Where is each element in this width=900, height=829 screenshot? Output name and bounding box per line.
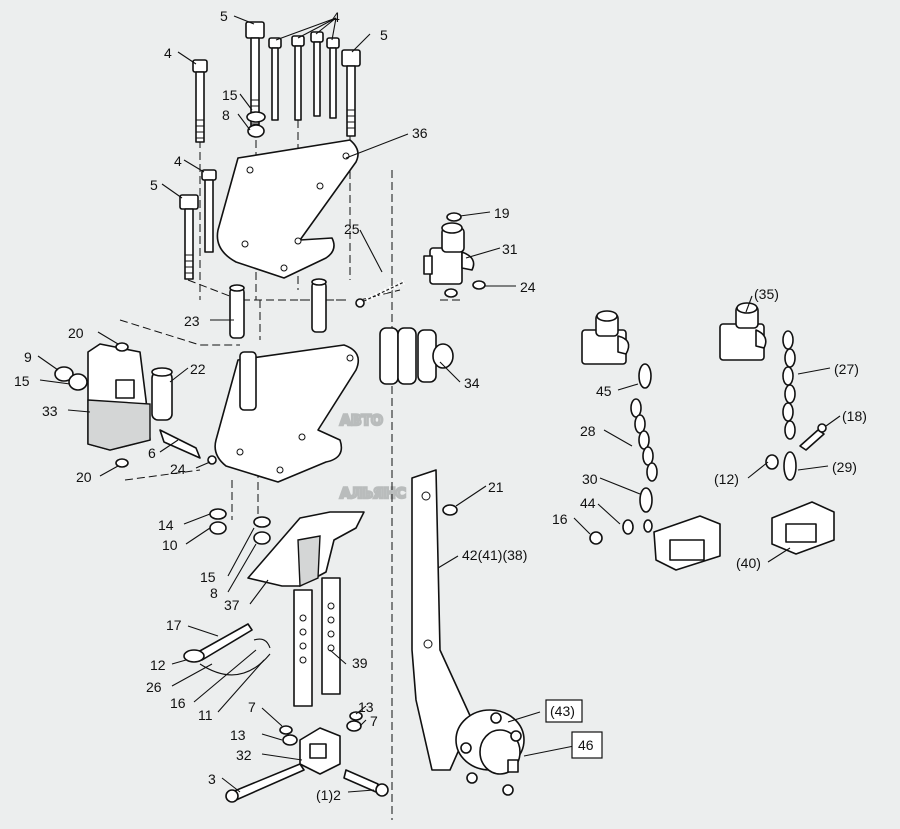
label-5: 5 <box>380 27 388 43</box>
label-13: 13 <box>358 699 374 715</box>
mount-plate-36 <box>216 139 359 279</box>
label-25: 25 <box>344 221 360 237</box>
label-26: 26 <box>146 679 162 695</box>
label-16: 16 <box>170 695 186 711</box>
label-box-43 <box>545 699 583 723</box>
washers-mid <box>209 508 271 545</box>
label-42-41-38: 42(41)(38) <box>462 547 527 563</box>
label-22: 22 <box>190 361 206 377</box>
label-7: 7 <box>370 713 378 729</box>
bolts-top <box>179 21 361 280</box>
label-1-2: (1)2 <box>316 787 341 803</box>
label-35: (35) <box>754 286 779 302</box>
chain-assembly-right <box>719 302 835 555</box>
watermark-line1: АВТО <box>340 413 383 429</box>
label-8: 8 <box>222 107 230 123</box>
spring-25 <box>355 279 406 308</box>
spacer-tubes-23 <box>229 278 327 339</box>
label-3: 3 <box>208 771 216 787</box>
label-29: (29) <box>832 459 857 475</box>
label-19: 19 <box>494 205 510 221</box>
left-hitch-33 <box>54 342 217 468</box>
label-14: 14 <box>158 517 174 533</box>
label-12: (12) <box>714 471 739 487</box>
label-37: 37 <box>224 597 240 613</box>
label-30: 30 <box>582 471 598 487</box>
hitch-block-34 <box>379 327 454 385</box>
label-24: 24 <box>520 279 536 295</box>
label-10: 10 <box>162 537 178 553</box>
label-24: 24 <box>170 461 186 477</box>
part-labels: 5 4 5 4 15 8 36 4 5 19 25 31 24 23 (35) … <box>14 8 867 803</box>
label-40: (40) <box>736 555 761 571</box>
label-18: (18) <box>842 408 867 424</box>
pin-17 <box>183 623 271 676</box>
label-13: 13 <box>230 727 246 743</box>
label-43: (43) <box>550 703 575 719</box>
label-12: 12 <box>150 657 166 673</box>
label-17: 17 <box>166 617 182 633</box>
label-15: 15 <box>222 87 238 103</box>
label-6: 6 <box>148 445 156 461</box>
label-45: 45 <box>596 383 612 399</box>
label-33: 33 <box>42 403 58 419</box>
label-36: 36 <box>412 125 428 141</box>
label-7: 7 <box>248 699 256 715</box>
leader-lines <box>37 15 841 793</box>
label-31: 31 <box>502 241 518 257</box>
label-4: 4 <box>164 45 172 61</box>
label-44: 44 <box>580 495 596 511</box>
label-32: 32 <box>236 747 252 763</box>
label-28: 28 <box>580 423 596 439</box>
label-box-46 <box>571 731 603 759</box>
leg-42 <box>411 469 473 771</box>
hub-46 <box>455 709 525 796</box>
lower-plate <box>214 344 360 483</box>
label-5: 5 <box>150 177 158 193</box>
label-11: 11 <box>198 707 213 723</box>
label-15: 15 <box>14 373 30 389</box>
label-5: 5 <box>220 8 228 24</box>
label-46: 46 <box>578 737 594 753</box>
label-39: 39 <box>352 655 368 671</box>
label-21: 21 <box>488 479 504 495</box>
label-27: (27) <box>834 361 859 377</box>
label-23: 23 <box>184 313 200 329</box>
label-34: 34 <box>464 375 480 391</box>
spacer-tube <box>239 351 257 411</box>
watermark: АВТО АЛЬЯНС <box>339 412 407 504</box>
label-9: 9 <box>24 349 32 365</box>
label-4: 4 <box>174 153 182 169</box>
label-4: 4 <box>332 9 340 25</box>
adjust-strips-39 <box>293 577 341 707</box>
watermark-line2: АЛЬЯНС <box>340 486 406 502</box>
label-20: 20 <box>76 469 92 485</box>
clevis-32 <box>225 711 389 803</box>
label-8: 8 <box>210 585 218 601</box>
latch-31 <box>423 212 486 298</box>
label-20: 20 <box>68 325 84 341</box>
label-15: 15 <box>200 569 216 585</box>
label-16: 16 <box>552 511 568 527</box>
chain-assembly-left <box>581 310 721 571</box>
